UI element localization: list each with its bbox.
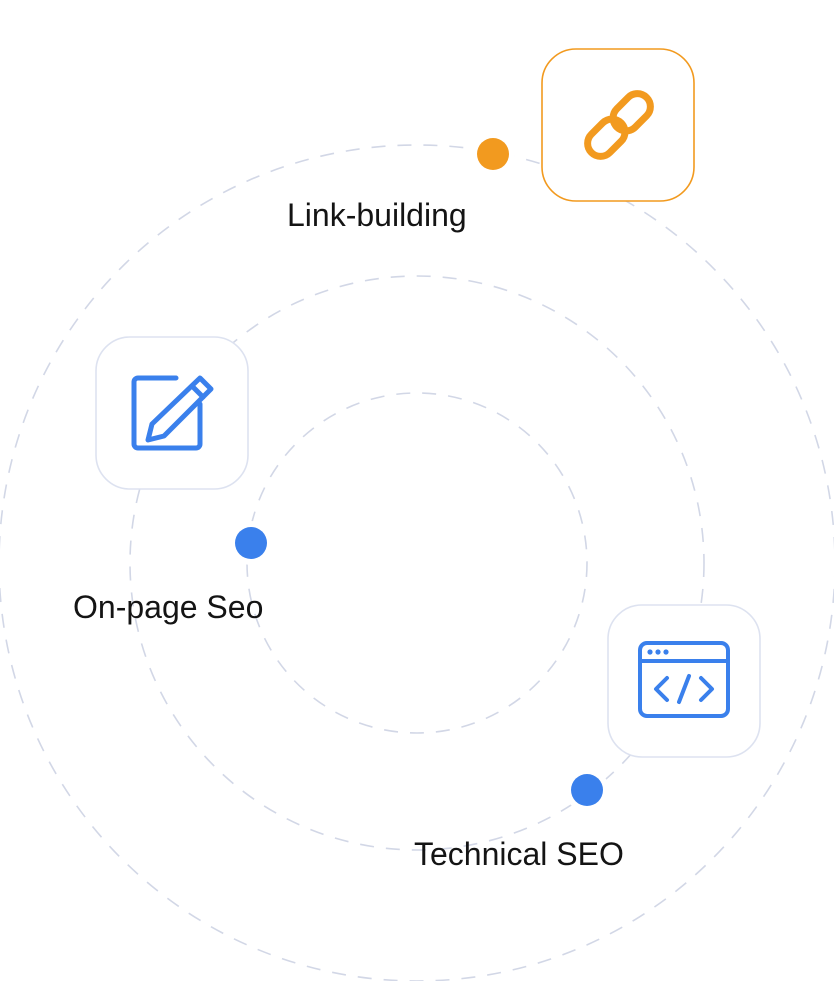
code-window-icon: [638, 641, 730, 718]
chain-link-icon: [584, 90, 654, 160]
node-technical-seo[interactable]: Technical SEO: [414, 604, 761, 872]
on-page-seo-dot: [235, 527, 267, 559]
middle-orbit-ring: [129, 275, 705, 851]
technical-seo-tile: [607, 604, 761, 758]
link-building-label: Link-building: [287, 197, 467, 233]
edit-note-icon: [131, 375, 214, 451]
link-building-dot: [477, 138, 509, 170]
on-page-seo-tile: [95, 336, 249, 490]
node-link-building[interactable]: Link-building: [287, 48, 695, 233]
on-page-seo-label: On-page Seo: [73, 589, 263, 625]
technical-seo-label: Technical SEO: [414, 836, 624, 872]
node-on-page-seo[interactable]: On-page Seo: [73, 336, 273, 625]
technical-seo-dot: [571, 774, 603, 806]
inner-orbit-ring: [246, 392, 588, 734]
